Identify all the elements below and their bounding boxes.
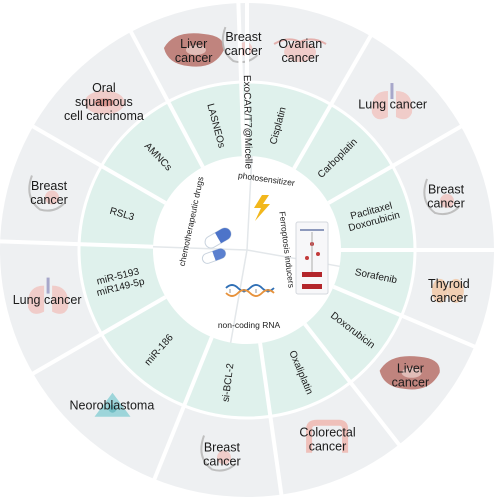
mouth-icon — [84, 90, 125, 115]
lung-icon — [27, 277, 69, 314]
breast-icon — [200, 435, 237, 472]
ovary-icon — [273, 38, 327, 62]
segment-divider — [30, 295, 167, 377]
cancer-type-label: Neoroblastoma — [70, 399, 155, 413]
segment-divider — [332, 284, 477, 350]
lung-icon — [371, 83, 413, 120]
rna-strand-icon — [225, 284, 275, 297]
segment-divider — [327, 123, 464, 205]
segment-divider — [30, 123, 167, 205]
core-label-non-coding-rna: non-coding RNA — [218, 320, 281, 330]
cancer-type-label: Lung cancer — [13, 293, 82, 307]
segment-divider — [0, 239, 154, 249]
treatment-label: ExoCAR/T7@Micelle — [241, 75, 254, 170]
inner-core: chemotherapeutic drugs photosensitizer F… — [153, 156, 341, 344]
segment-divider — [292, 33, 374, 170]
liver-icon — [163, 33, 225, 67]
lightning-bolt-icon — [254, 195, 270, 221]
ferroptosis-pathway-icon — [295, 221, 329, 295]
pill-capsules-icon — [201, 227, 232, 264]
core-divider-left — [153, 245, 248, 251]
breast-icon — [423, 178, 460, 216]
segment-divider — [303, 322, 402, 448]
core-divider-top — [246, 156, 253, 251]
segment-divider — [236, 1, 246, 157]
treatment-label: si-BCL-2 — [221, 362, 237, 402]
cancer-type-label: Lung cancer — [358, 97, 427, 111]
ring-divider — [77, 80, 417, 420]
segment-divider — [258, 342, 284, 497]
organ-icons — [27, 26, 464, 472]
segment-divider — [151, 336, 214, 482]
core-divider-bottom — [229, 249, 248, 343]
breast-icon — [28, 175, 65, 212]
colon-icon — [306, 419, 349, 453]
thyroid-icon — [431, 278, 464, 303]
neuron-icon — [94, 392, 131, 417]
liver-icon — [379, 356, 440, 390]
segment-divider — [128, 29, 205, 168]
